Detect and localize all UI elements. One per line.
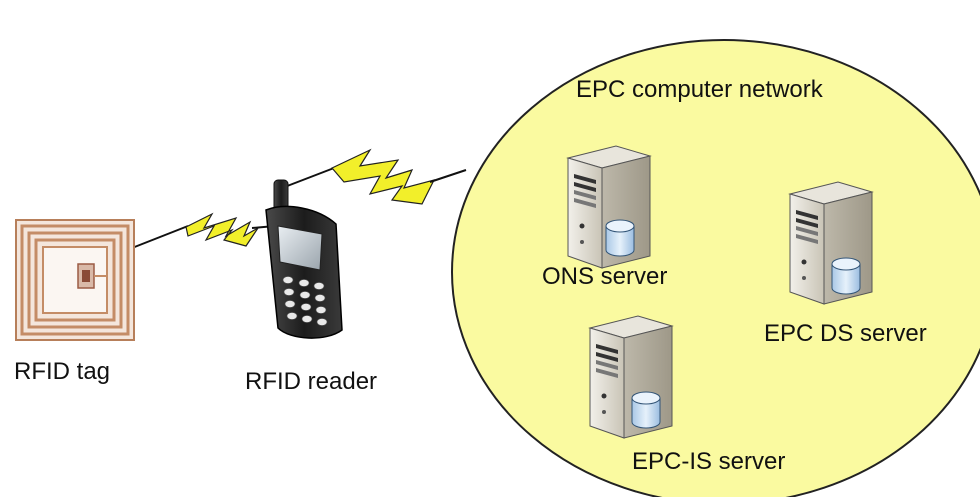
rfid-reader-label: RFID reader [245,368,378,395]
epc-ds-server-label: EPC DS server [764,320,927,347]
network-title: EPC computer network [576,76,823,103]
rfid-tag-label: RFID tag [14,358,111,385]
rfid-tag-icon [15,219,135,341]
database-icon [605,219,635,257]
rfid-reader-icon [265,179,343,339]
database-icon [831,257,861,295]
epc-network-area [451,39,980,497]
database-icon [631,391,661,429]
ons-server-label: ONS server [542,263,668,290]
lightning-icon [131,212,276,249]
epc-is-server-label: EPC-IS server [632,448,786,475]
lightning-icon [281,148,467,205]
